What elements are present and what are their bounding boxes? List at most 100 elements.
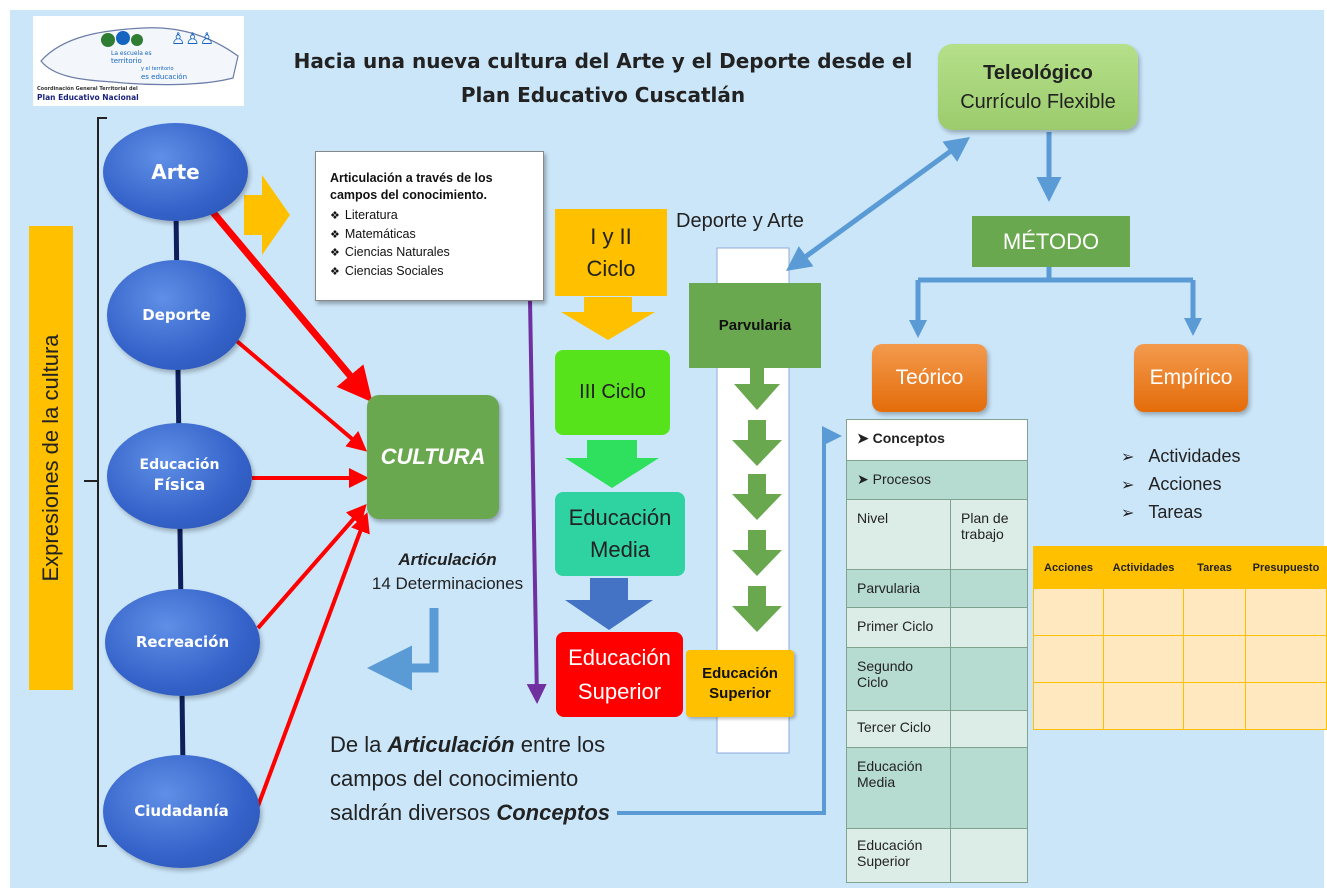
teleologico-box: Teleológico Currículo Flexible [938,44,1138,130]
arrow-down-1 [561,297,655,340]
empirico-label: Empírico [1149,366,1233,389]
note-list: Literatura Matemáticas Ciencias Naturale… [330,207,535,281]
plan-cell [950,569,1028,608]
plan-cell [950,828,1028,883]
bottom-line1: De la Articulación entre los [330,728,610,762]
nivel-cell: Educación Media [846,747,951,829]
col-plan-header: Plan de trabajo [950,499,1028,570]
budget-cell [1103,682,1184,730]
budget-cell [1183,682,1246,730]
bottom-text-part: entre los [514,732,606,757]
ellipse-ef-label-2: Física [153,474,206,494]
budget-cell [1033,635,1104,683]
green-arrow-3 [732,474,782,520]
cultura-label: CULTURA [380,444,486,469]
ellipse-ef-label-1: Educación [139,457,220,474]
budget-header: Acciones [1033,546,1104,589]
blue-return-arrow [367,608,439,691]
bottom-text-emph: Conceptos [496,800,610,825]
superior-line1: Educación [568,644,671,670]
arrow-deporte-cultura [230,335,368,452]
educacion-superior-small: Educación Superior [686,650,794,717]
articulacion-text: Articulación 14 Determinaciones [360,548,535,596]
bottom-line2: campos del conocimiento [330,766,579,791]
parvularia-label: Parvularia [718,317,792,334]
arrow-down-3 [565,578,653,630]
teorico-label: Teórico [895,366,964,389]
empirico-list: Actividades Acciones Tareas [1121,443,1240,527]
list-item: Actividades [1121,443,1240,471]
budget-cell [1033,682,1104,730]
fork-head-right [1184,318,1202,336]
parvularia-box: Parvularia [689,283,821,368]
green-arrow-4 [732,530,782,576]
list-item: Tareas [1121,499,1240,527]
table-row: Primer Ciclo [846,607,1028,648]
nivel-cell: Primer Ciclo [846,607,951,648]
logo-org: Coordinación General Territorial del [37,86,138,92]
nivel-cell: Segundo Ciclo [846,647,951,711]
table-header-row: Acciones Actividades Tareas Presupuesto [1033,546,1327,589]
plan-cell [950,710,1028,748]
nivel-cell: Parvularia [846,569,951,608]
arrow-down-2 [565,440,659,488]
metodo-label: MÉTODO [1002,228,1100,254]
bottom-text: De la Articulación entre los campos del … [330,728,610,830]
ellipse-ciudadania-label: Ciudadanía [134,802,229,821]
bottom-line3: saldrán diversos Conceptos [330,796,610,830]
note-item: Matemáticas [330,226,535,245]
table-row [1033,588,1327,636]
ciclo12-line1: I y II [590,223,632,249]
table-row: Educación Media [846,747,1028,829]
ellipse-educacion-fisica: Educación Física [107,423,252,529]
bottom-text-part: saldrán diversos [330,800,497,825]
plan-cell [950,647,1028,711]
title-line2: Plan Educativo Cuscatlán [460,83,746,107]
ellipse-ciudadania: Ciudadanía [103,755,260,868]
articulacion-sub: 14 Determinaciones [371,574,524,593]
ciclo12-line2: Ciclo [586,255,636,281]
double-arrow-teleologico [785,137,971,271]
level-educacion-superior: Educación Superior [556,632,683,717]
level-ciclo-1-2: I y II Ciclo [555,209,667,296]
edsup-small-line1: Educación [702,664,778,682]
table-row: ➤ Procesos [846,460,1028,500]
budget-table: Acciones Actividades Tareas Presupuesto [1033,546,1327,730]
plan-cell [950,747,1028,829]
budget-cell [1033,588,1104,636]
logo-plan: Plan Educativo Nacional [37,93,139,102]
bottom-text-part: De la [330,732,388,757]
concepts-table: ➤ Conceptos ➤ Procesos Nivel Plan de tra… [846,419,1028,883]
map-outline-icon: ♙♙♙ [40,27,239,86]
table-row: Segundo Ciclo [846,647,1028,711]
table-row: Parvularia [846,569,1028,608]
table-row [1033,635,1327,683]
nivel-cell: Educación Superior [846,828,951,883]
ellipse-recreacion-label: Recreación [135,633,230,652]
fork-head-left [909,320,927,338]
logo-line3: y el territorio [141,66,174,72]
ellipse-arte: Arte [103,123,248,221]
ellipse-recreacion: Recreación [105,589,260,696]
title-line1: Hacia una nueva cultura del Arte y el De… [293,49,913,73]
ciclo3-label: III Ciclo [579,381,646,403]
logo: ♙♙♙ La escuela es territorio y el territ… [33,16,244,106]
logo-line1: La escuela es [111,50,152,57]
note-item: Literatura [330,207,535,226]
cultura-box: CULTURA [367,395,499,519]
arrow-arte-cultura [203,201,373,403]
procesos-cell: ➤ Procesos [846,460,1028,500]
teleologico-title: Teleológico [983,62,1093,84]
nivel-cell: Tercer Ciclo [846,710,951,748]
arrow-recreacion-cultura [256,503,367,630]
teorico-box: Teórico [872,344,987,412]
articulation-note: Articulación a través de los campos del … [315,151,544,301]
ellipse-deporte-label: Deporte [142,305,211,324]
ellipse-arte-label: Arte [151,159,200,184]
green-arrow-5 [732,586,782,632]
metodo-fork [915,262,1196,325]
budget-header: Actividades [1103,546,1184,589]
ellipse-deporte: Deporte [107,260,246,370]
budget-cell [1103,588,1184,636]
